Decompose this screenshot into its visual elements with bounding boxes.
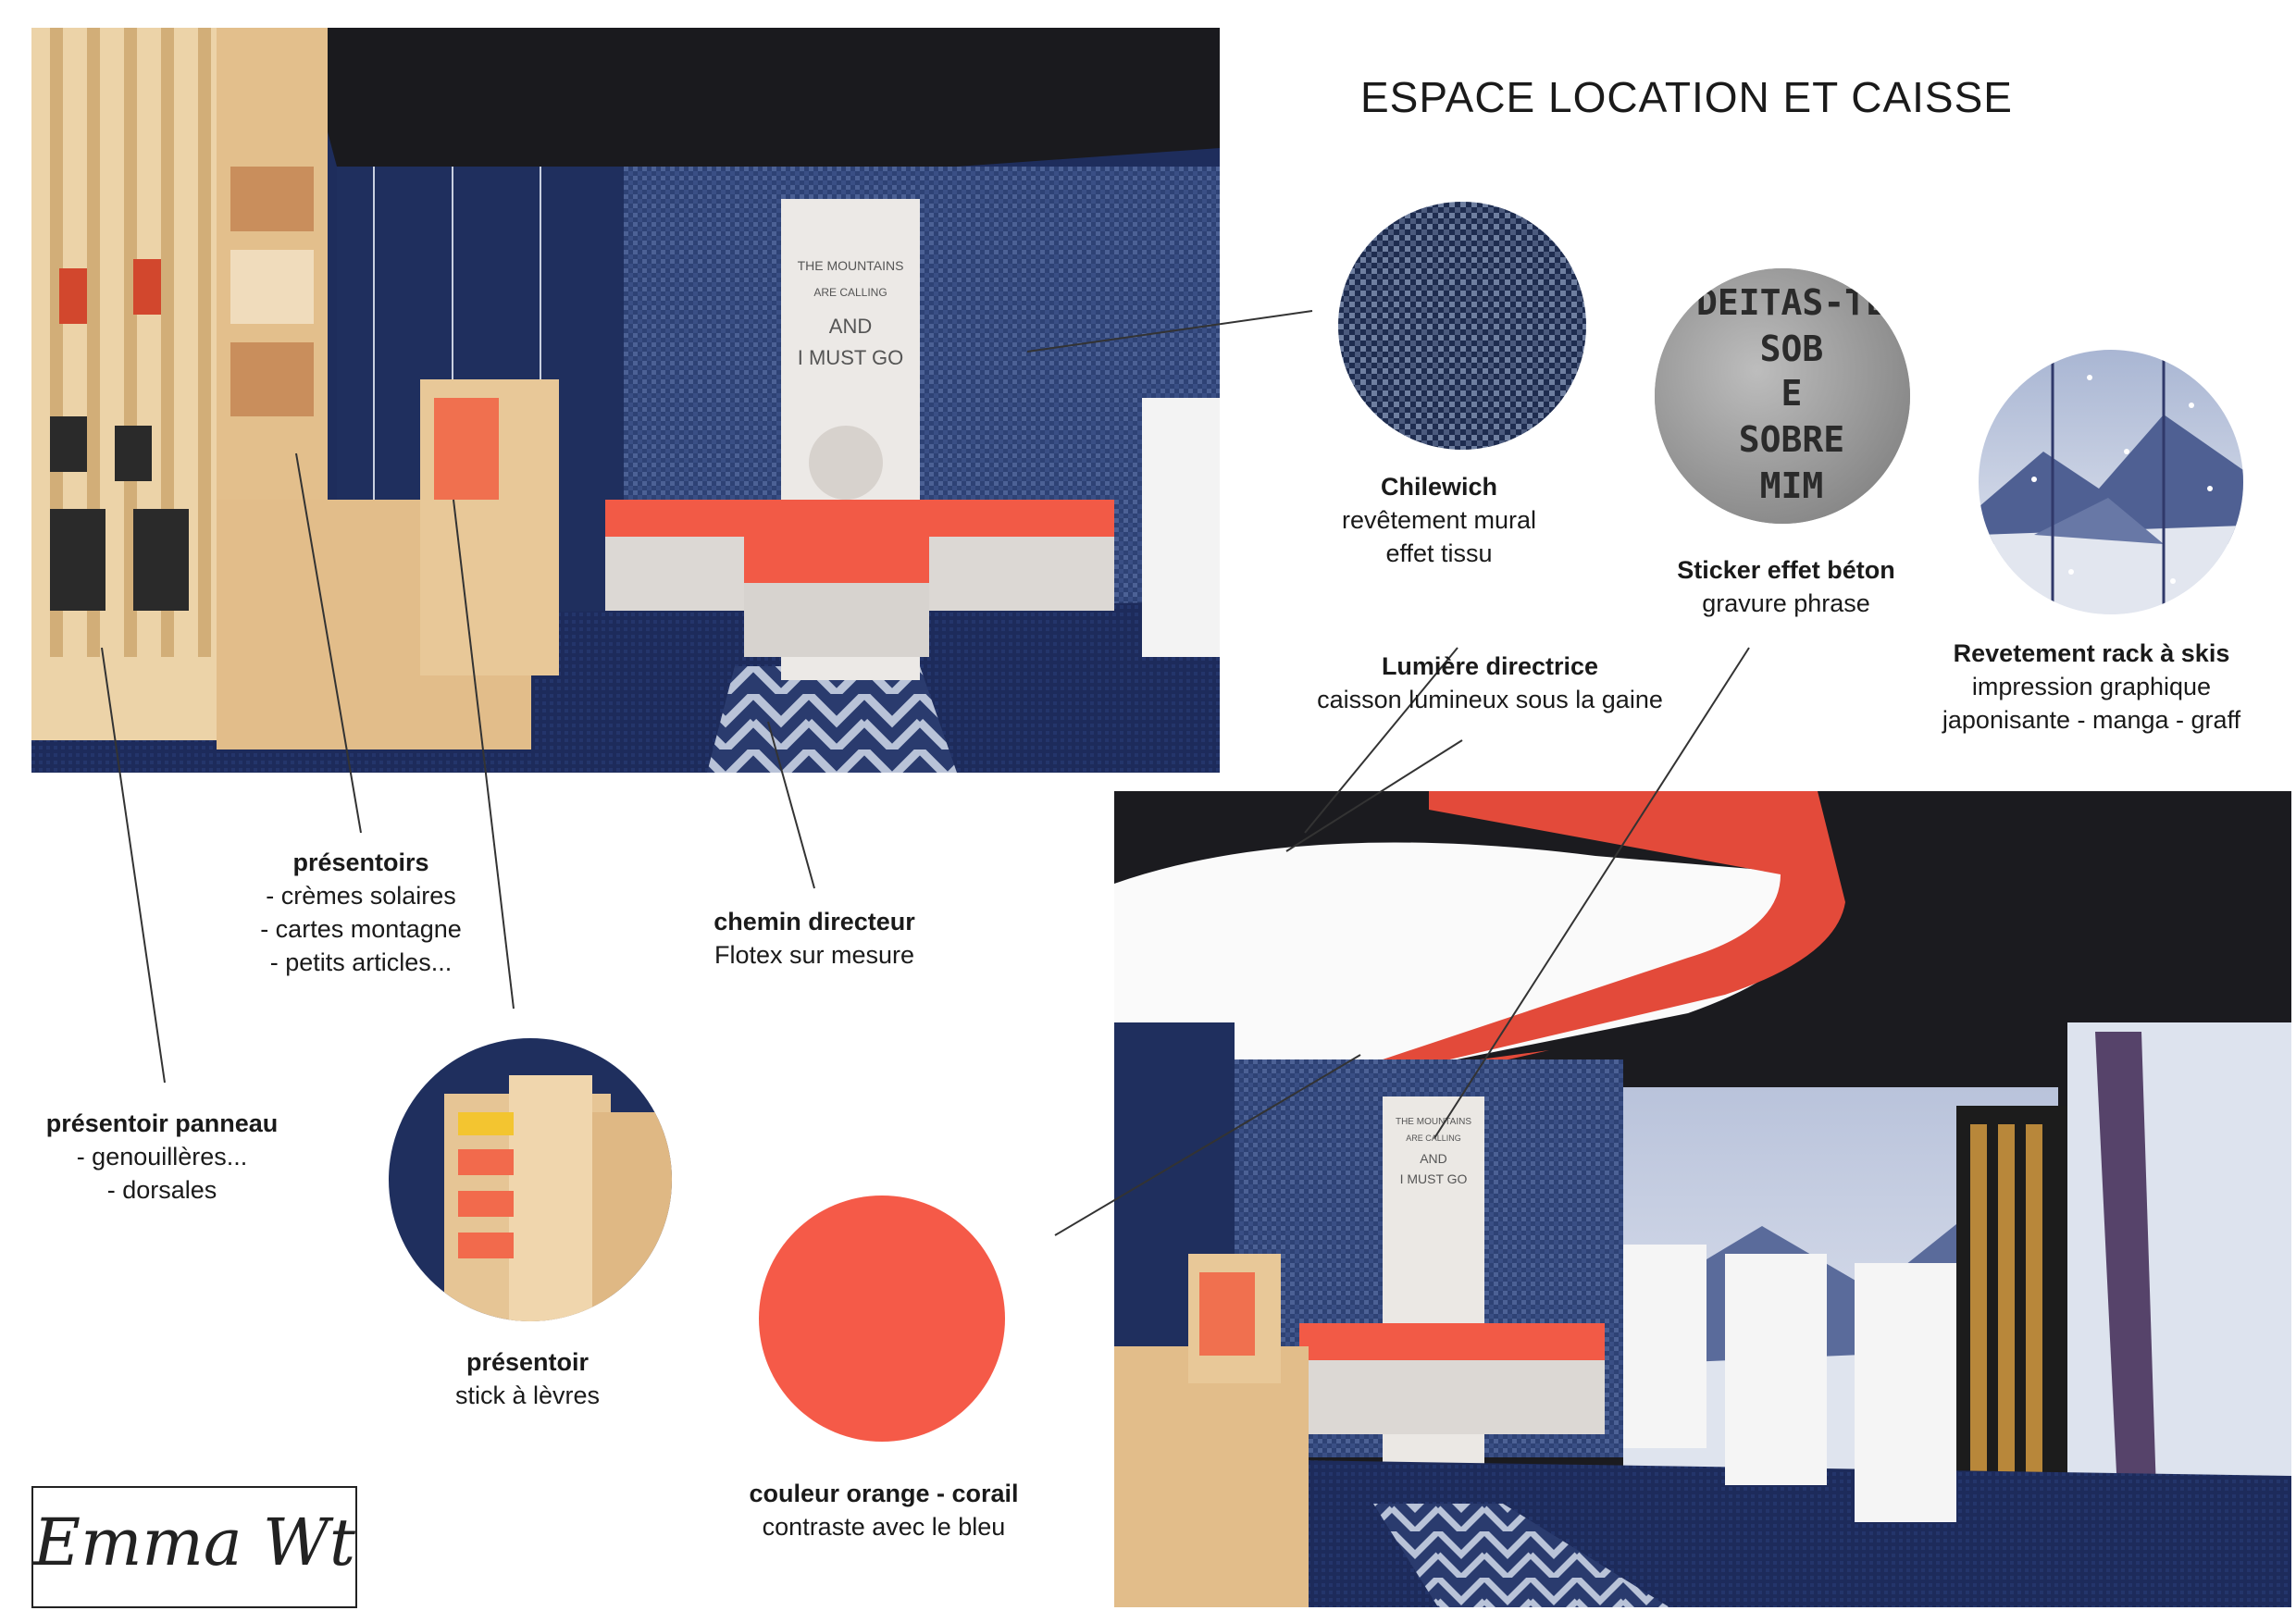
label-sticker-title: Sticker effet béton: [1677, 556, 1895, 584]
label-panneau-line-2: - dorsales: [106, 1176, 217, 1204]
label-lumiere-title: Lumière directrice: [1381, 652, 1599, 680]
label-lumiere-line-1: caisson lumineux sous la gaine: [1317, 686, 1663, 713]
ski-rack-graphic-swatch: [1979, 350, 2243, 614]
label-couleur-line-1: contraste avec le bleu: [762, 1513, 1006, 1541]
label-panneau-title: présentoir panneau: [45, 1109, 279, 1137]
label-couleur: couleur orange - corail contraste avec l…: [713, 1477, 1055, 1543]
lipstick-display-swatch: [389, 1038, 672, 1321]
sticker-line-3: E: [1781, 373, 1803, 414]
label-chilewich-line-1: revêtement mural: [1341, 506, 1537, 534]
pillar2-text-1: THE MOUNTAINS: [1396, 1117, 1471, 1127]
label-chemin-line-1: Flotex sur mesure: [714, 941, 915, 969]
label-sticker: Sticker effet béton gravure phrase: [1629, 553, 1943, 620]
label-chilewich-line-2: effet tissu: [1385, 539, 1493, 567]
pillar-text-3: AND: [829, 315, 872, 338]
pillar2-text-4: I MUST GO: [1400, 1171, 1468, 1186]
label-sticker-line-1: gravure phrase: [1702, 589, 1870, 617]
sticker-line-5: MIM: [1760, 465, 1824, 506]
label-rack-line-1: impression graphique: [1971, 673, 2212, 700]
label-lumiere: Lumière directrice caisson lumineux sous…: [1277, 650, 1703, 716]
label-rack: Revetement rack à skis impression graphi…: [1906, 637, 2277, 737]
sticker-line-4: SOBRE: [1739, 419, 1844, 460]
label-presentoirs-line-3: - petits articles...: [269, 948, 453, 976]
label-chilewich: Chilewich revêtement mural effet tissu: [1286, 470, 1592, 570]
label-presentoirs-line-1: - crèmes solaires: [266, 882, 456, 910]
label-presentoirs-title: présentoirs: [292, 849, 429, 876]
label-chemin: chemin directeur Flotex sur mesure: [666, 905, 962, 972]
page-title: ESPACE LOCATION ET CAISSE: [1360, 73, 2013, 121]
label-panneau: présentoir panneau - genouillères... - d…: [19, 1107, 305, 1207]
coral-color-swatch: [759, 1196, 1005, 1442]
label-couleur-title: couleur orange - corail: [749, 1480, 1019, 1507]
chilewich-fabric-swatch: [1338, 202, 1586, 450]
concrete-sticker-swatch: DEITAS-TE SOB E SOBRE MIM: [1655, 268, 1910, 524]
label-chemin-title: chemin directeur: [714, 908, 915, 935]
label-panneau-line-1: - genouillères...: [76, 1143, 248, 1171]
pillar2-text-3: AND: [1420, 1151, 1447, 1166]
label-presentoirs: présentoirs - crèmes solaires - cartes m…: [213, 846, 509, 979]
label-chilewich-title: Chilewich: [1380, 473, 1498, 501]
signature-box: Emma Wt: [31, 1486, 357, 1608]
label-stick: présentoir stick à lèvres: [407, 1345, 648, 1412]
sticker-line-2: SOB: [1760, 328, 1824, 369]
render-perspective-view: THE MOUNTAINS ARE CALLING AND I MUST GO: [1114, 791, 2291, 1607]
pillar-text-2: ARE CALLING: [813, 286, 887, 299]
label-stick-title: présentoir: [465, 1348, 590, 1376]
label-presentoirs-line-2: - cartes montagne: [260, 915, 462, 943]
label-rack-title: Revetement rack à skis: [1953, 639, 2230, 667]
signature: Emma Wt: [33, 1505, 355, 1580]
label-stick-line-1: stick à lèvres: [454, 1381, 601, 1409]
pillar-text-1: THE MOUNTAINS: [798, 258, 904, 273]
pillar-text-4: I MUST GO: [798, 346, 904, 369]
pillar2-text-2: ARE CALLING: [1406, 1134, 1461, 1143]
label-rack-line-2: japonisante - manga - graff: [1942, 706, 2241, 734]
